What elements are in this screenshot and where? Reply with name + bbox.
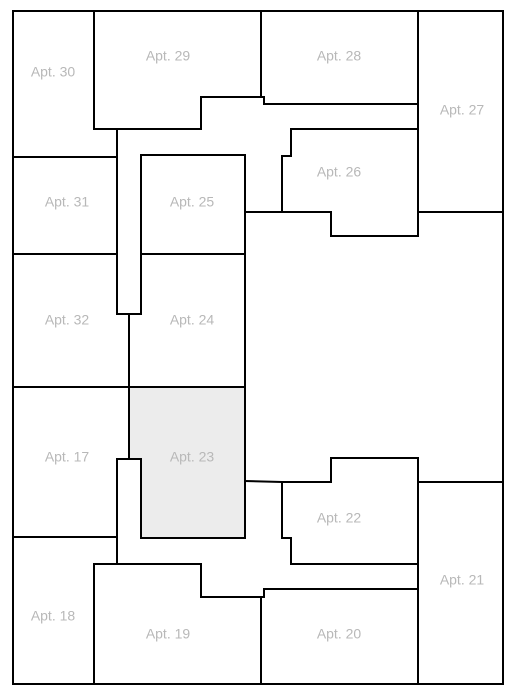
- apartment-17[interactable]: Apt. 17: [12, 386, 130, 538]
- apartment-25-label: Apt. 25: [170, 194, 215, 210]
- apartment-18-label: Apt. 18: [31, 608, 76, 624]
- apartment-26[interactable]: Apt. 26: [281, 128, 419, 237]
- apartment-20[interactable]: Apt. 20: [260, 588, 419, 685]
- apartment-21-label: Apt. 21: [440, 572, 485, 588]
- apartment-17-label: Apt. 17: [45, 449, 90, 465]
- apartment-27-label: Apt. 27: [440, 102, 485, 118]
- apartment-24[interactable]: Apt. 24: [128, 253, 246, 388]
- apartment-25[interactable]: Apt. 25: [140, 154, 246, 255]
- apartment-19-shape[interactable]: [93, 563, 262, 685]
- apartment-29-label: Apt. 29: [146, 48, 191, 64]
- apartment-32-label: Apt. 32: [45, 312, 90, 328]
- apartment-27[interactable]: Apt. 27: [417, 10, 504, 213]
- apartment-31-label: Apt. 31: [45, 194, 90, 210]
- apartment-22[interactable]: Apt. 22: [281, 457, 419, 565]
- corridor-wall-upper-right: [244, 103, 419, 213]
- apartment-19[interactable]: Apt. 19: [93, 563, 262, 685]
- apartment-32[interactable]: Apt. 32: [12, 253, 130, 388]
- apartment-23[interactable]: Apt. 23: [128, 386, 246, 539]
- apartment-22-label: Apt. 22: [317, 510, 362, 526]
- apartment-26-label: Apt. 26: [317, 164, 362, 180]
- apartment-21[interactable]: Apt. 21: [417, 481, 504, 685]
- apartment-29[interactable]: Apt. 29: [93, 10, 262, 130]
- apartment-28-label: Apt. 28: [317, 48, 362, 64]
- apartment-31[interactable]: Apt. 31: [12, 156, 118, 255]
- apartment-23-shape[interactable]: [128, 386, 246, 539]
- apartment-26-shape[interactable]: [281, 128, 419, 237]
- apartment-29-shape[interactable]: [93, 10, 262, 130]
- apartment-28[interactable]: Apt. 28: [260, 10, 419, 105]
- corridor-wall-lower-right: [243, 479, 419, 590]
- apartment-23-label: Apt. 23: [170, 449, 215, 465]
- apartment-30-label: Apt. 30: [31, 64, 76, 80]
- apartment-19-label: Apt. 19: [146, 626, 191, 642]
- apartment-20-label: Apt. 20: [317, 626, 362, 642]
- apartment-24-label: Apt. 24: [170, 312, 215, 328]
